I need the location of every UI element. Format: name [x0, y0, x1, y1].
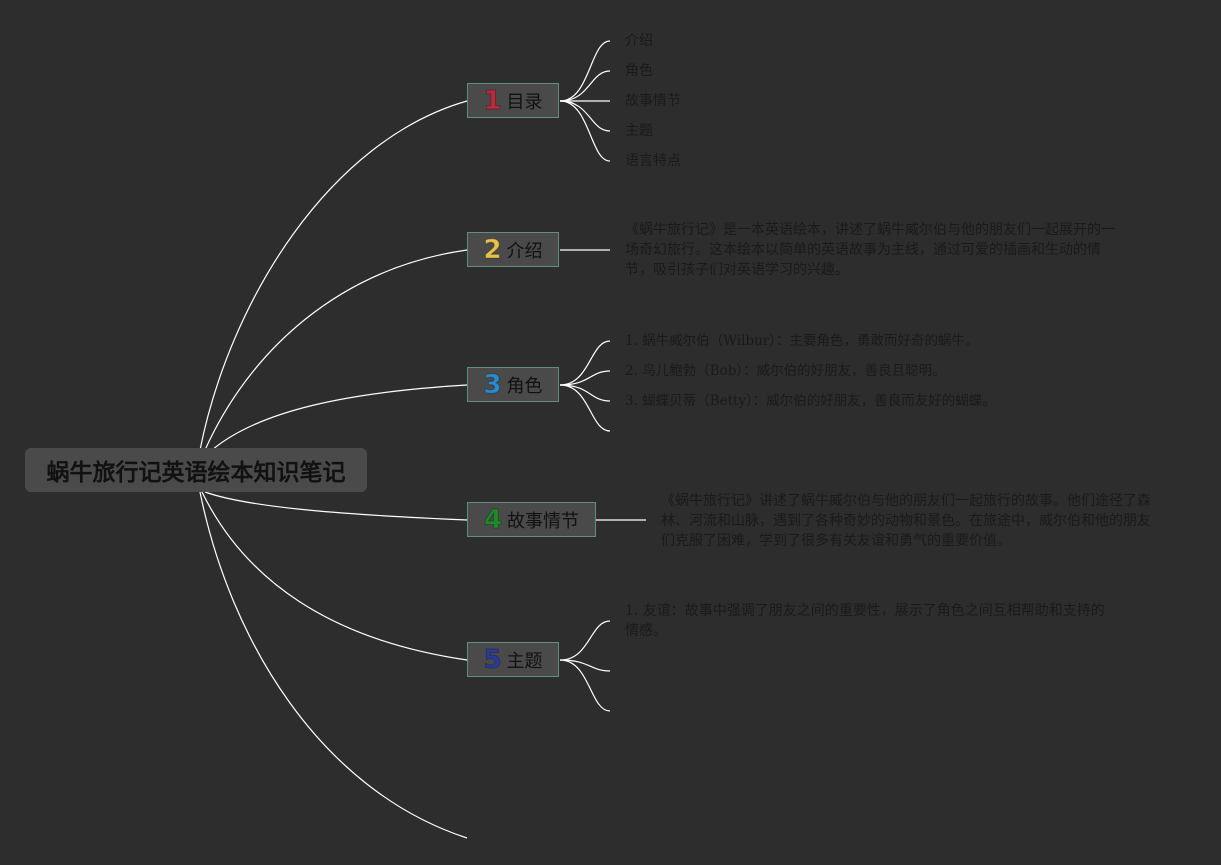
branch-label-3: 角色: [506, 375, 543, 397]
plot-paragraph[interactable]: 《蜗牛旅行记》讲述了蜗牛威尔伯与他的朋友们一起旅行的故事。他们途径了森林、河流和…: [661, 493, 1151, 549]
root-title: 蜗牛旅行记英语绘本知识笔记: [46, 460, 346, 486]
leaf-character-2[interactable]: 2. 鸟儿鲍勃（Bob）：威尔伯的好朋友，善良且聪明。: [625, 363, 946, 379]
leaf-toc-3[interactable]: 故事情节: [625, 93, 681, 109]
link-root-branch-2: [204, 249, 468, 451]
branch-label-1: 目录: [506, 91, 543, 113]
link-root-branch-3: [211, 384, 468, 451]
branch-node-5[interactable]: 5 主题: [467, 642, 559, 677]
branch-number-4: 4: [483, 504, 503, 535]
branch-node-1[interactable]: 1 目录: [467, 83, 559, 118]
leaf-toc-1[interactable]: 介绍: [625, 33, 653, 49]
branch-number-3: 3: [483, 369, 502, 400]
branch-label-4: 故事情节: [507, 510, 580, 532]
leaf-character-3[interactable]: 3. 蝴蝶贝蒂（Betty）：威尔伯的好朋友，善良而友好的蝴蝶。: [625, 393, 996, 409]
link-root-branch-5: [201, 491, 468, 661]
leaf-character-1[interactable]: 1. 蜗牛威尔伯（Wilbur）：主要角色，勇敢而好奇的蜗牛。: [625, 333, 979, 349]
leaf-toc-4[interactable]: 主题: [625, 123, 653, 139]
branch-node-4[interactable]: 4 故事情节: [467, 502, 596, 537]
branch-label-2: 介绍: [506, 240, 543, 262]
leaf-theme-1[interactable]: 1. 友谊：故事中强调了朋友之间的重要性，展示了角色之间互相帮助和支持的情感。: [625, 603, 1105, 639]
leaf-toc-2[interactable]: 角色: [625, 63, 653, 79]
root-node[interactable]: 蜗牛旅行记英语绘本知识笔记: [25, 448, 367, 492]
branch-label-5: 主题: [506, 650, 543, 672]
branch-number-2: 2: [483, 234, 502, 265]
branch-node-3[interactable]: 3 角色: [467, 367, 559, 402]
branch-node-2[interactable]: 2 介绍: [467, 232, 559, 267]
link-root-branch-1: [199, 100, 468, 451]
leaf-toc-5[interactable]: 语言特点: [625, 153, 681, 169]
branch-number-5: 5: [483, 644, 502, 675]
branch-number-1: 1: [483, 85, 502, 116]
link-root-branch-6: [199, 491, 468, 839]
intro-paragraph[interactable]: 《蜗牛旅行记》是一本英语绘本，讲述了蜗牛威尔伯与他的朋友们一起展开的一场奇幻旅行…: [625, 222, 1115, 278]
link-root-branch-4: [204, 491, 468, 521]
